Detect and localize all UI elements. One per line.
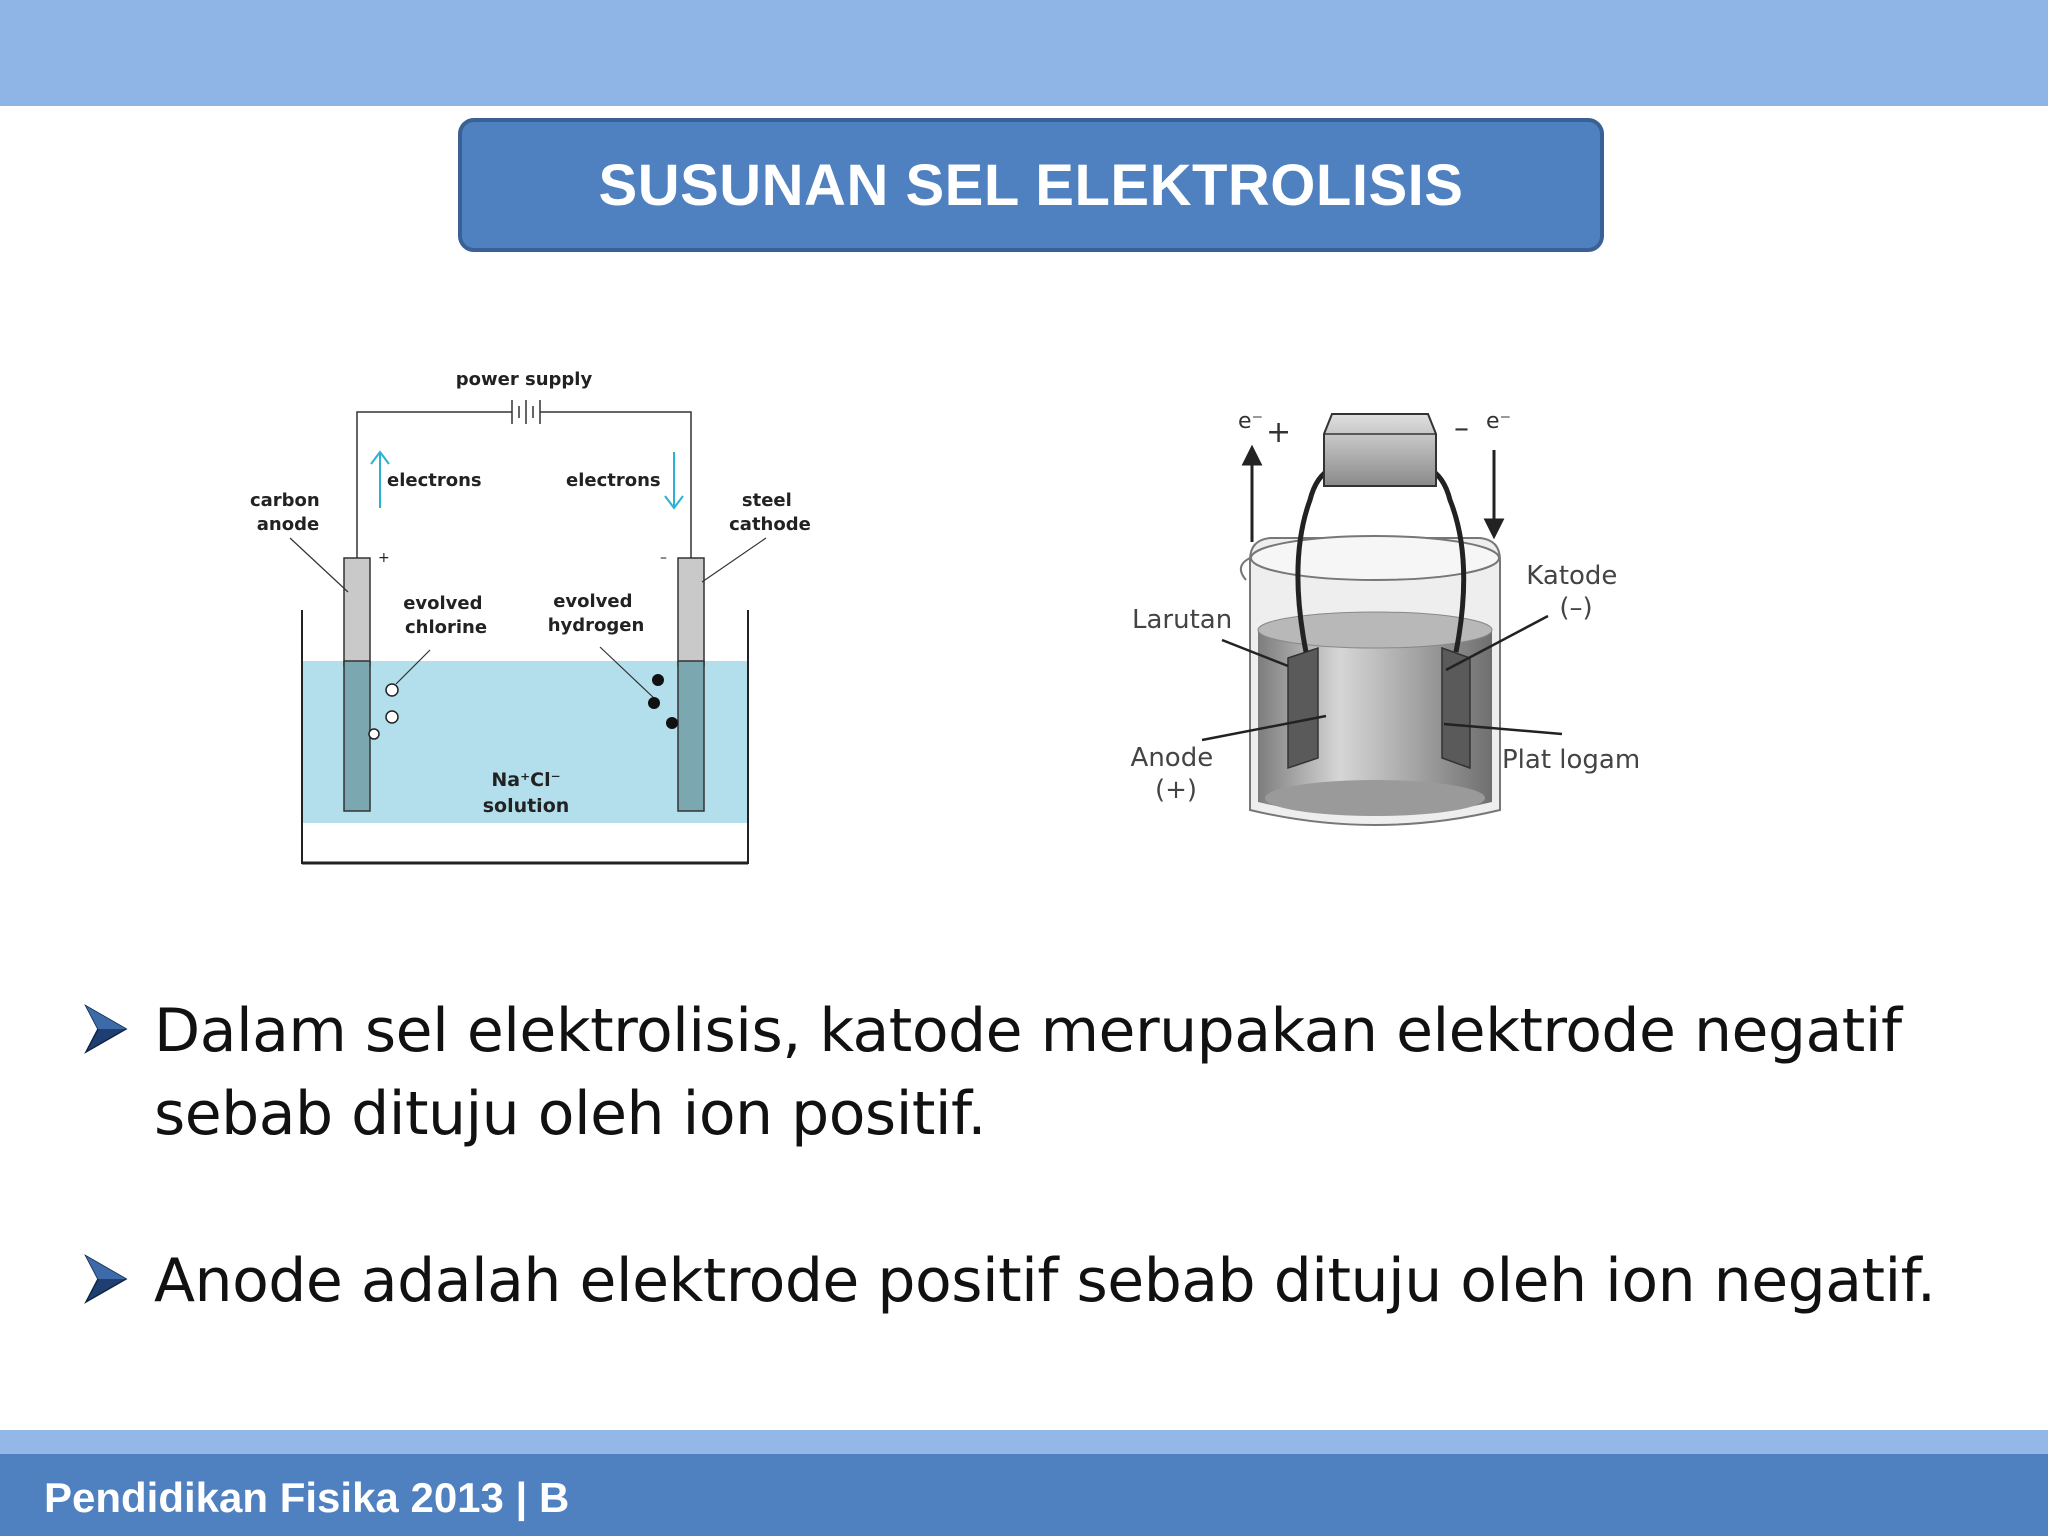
bullet-item: Dalam sel elektrolisis, katode merupakan… [80,990,1980,1156]
katode-label: Katode (–) [1526,561,1625,623]
electrons-label-right: electrons [566,470,661,491]
power-supply-label: power supply [456,369,593,390]
beaker-electrolysis-diagram: e⁻ e⁻ + – Larutan Katode (–) Anode (+) P… [1131,409,1640,826]
larutan-label: Larutan [1132,605,1232,635]
footer-band [0,1430,2048,1536]
battery-icon [511,400,541,424]
electron-arrow-down-icon [1483,450,1505,540]
cathode-minus-sign: – [660,550,667,566]
arrow-bullet-icon [84,1004,128,1054]
circuit-wire [356,411,512,558]
cathode-plate [1441,646,1471,770]
steel-cathode-label: steel cathode [729,490,811,535]
electron-left-label: e⁻ [1238,409,1263,434]
evolved-hydrogen-label: evolved hydrogen [548,591,645,636]
battery-minus-sign: – [1454,411,1469,446]
cathode-wire [1426,465,1467,653]
slide-title: SUSUNAN SEL ELEKTROLISIS [598,152,1464,218]
anode-plus-sign: + [378,550,390,566]
electron-right-label: e⁻ [1486,409,1511,434]
electron-arrow-up-icon [370,450,390,508]
carbon-anode-label: carbon anode [250,490,326,535]
arrow-bullet-icon [84,1254,128,1304]
bullet-item: Anode adalah elektrode positif sebab dit… [80,1240,1980,1323]
anode-label: Anode (+) [1131,743,1222,805]
electron-arrow-down-icon [664,452,684,510]
electrons-label-left: electrons [387,470,482,491]
carbon-anode-electrode [343,557,371,667]
bullet-text: Dalam sel elektrolisis, katode merupakan… [154,996,1902,1149]
top-header-band [0,0,2048,106]
electron-arrow-up-icon [1241,444,1263,542]
chlorine-bubbles [368,683,399,740]
solution-label: solution [483,795,570,817]
battery-plus-sign: + [1266,415,1291,450]
anode-plate [1287,646,1319,770]
solution-formula: Na⁺Cl⁻ [491,769,560,791]
slide-title-box: SUSUNAN SEL ELEKTROLISIS [458,118,1604,252]
footer-text: Pendidikan Fisika 2013 | B [44,1474,570,1521]
bullet-text: Anode adalah elektrode positif sebab dit… [154,1246,1936,1316]
bullet-list: Dalam sel elektrolisis, katode merupakan… [80,990,1980,1323]
anode-wire [1295,465,1334,653]
hydrogen-bubbles [648,674,678,729]
plat-logam-label: Plat logam [1502,745,1640,775]
battery-icon [1323,413,1437,487]
evolved-chlorine-label: evolved chlorine [403,593,489,638]
nacl-electrolysis-diagram: power supply electrons electrons carbon … [250,369,811,865]
steel-cathode-electrode [677,557,705,667]
nacl-solution [302,661,748,823]
